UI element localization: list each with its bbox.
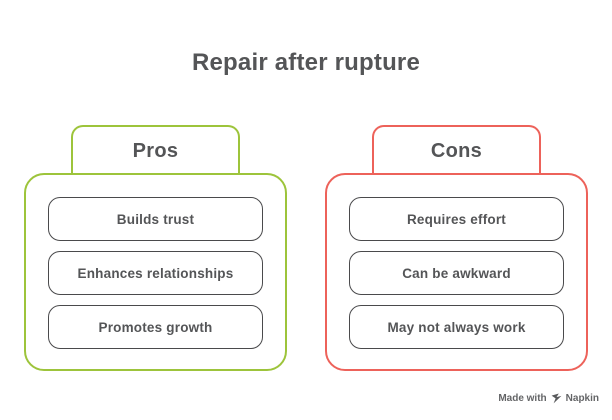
list-item: Requires effort <box>349 197 564 241</box>
pros-tab: Pros <box>71 125 240 175</box>
napkin-logo-icon <box>551 393 562 404</box>
cons-tab: Cons <box>372 125 541 175</box>
list-item: May not always work <box>349 305 564 349</box>
list-item: Enhances relationships <box>48 251 263 295</box>
cons-tab-label: Cons <box>430 139 483 162</box>
list-item: Promotes growth <box>48 305 263 349</box>
pros-card: Builds trust Enhances relationships Prom… <box>24 173 287 371</box>
pros-tab-label: Pros <box>132 139 179 162</box>
watermark-brand: Napkin <box>565 393 599 404</box>
list-item: Can be awkward <box>349 251 564 295</box>
list-item: Builds trust <box>48 197 263 241</box>
watermark: Made with Napkin <box>498 393 599 404</box>
watermark-text: Made with <box>498 393 547 404</box>
page-title: Repair after rupture <box>191 49 421 76</box>
cons-card: Requires effort Can be awkward May not a… <box>325 173 588 371</box>
